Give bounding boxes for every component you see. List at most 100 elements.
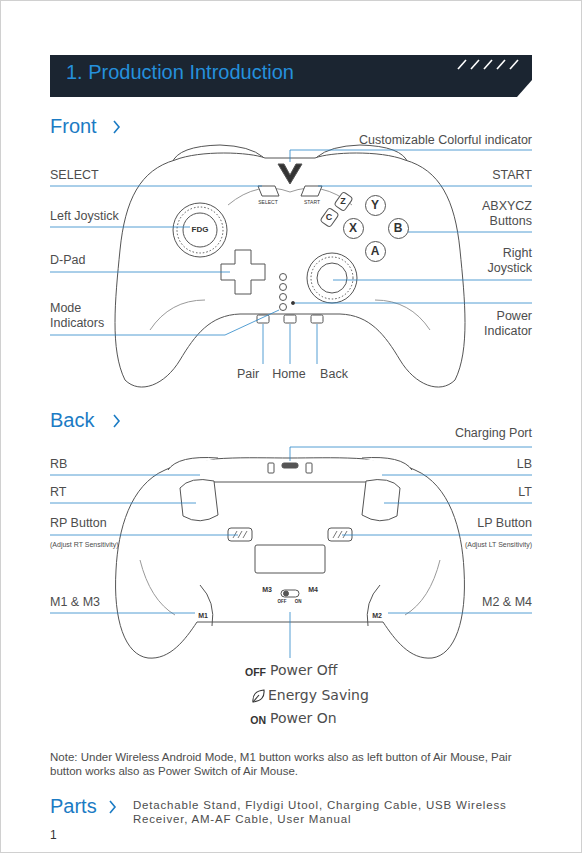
controller-back <box>116 458 465 659</box>
part-label: SELECT <box>258 199 277 205</box>
button-texture <box>343 531 347 538</box>
grip-line <box>405 560 440 615</box>
part-label: Right Joystick <box>462 246 532 276</box>
button-letter: Y <box>371 199 379 211</box>
part-label: OFF <box>245 666 266 679</box>
leader-line <box>290 612 291 658</box>
chevron <box>110 801 115 813</box>
header-slashes <box>471 60 479 69</box>
button-circle <box>365 195 385 215</box>
leader-line <box>342 535 532 536</box>
title: 1. Production Introduction <box>66 61 294 84</box>
part-label: SELECT <box>50 168 99 183</box>
select-button <box>258 186 279 196</box>
part-label: FDG <box>192 225 209 235</box>
controller-body <box>116 458 465 658</box>
part-label: RP Button <box>50 516 107 531</box>
mode-indicator <box>280 304 287 311</box>
clip <box>306 463 312 473</box>
part-label: RT <box>50 485 66 500</box>
power-indicator <box>291 301 294 304</box>
lb-bumper <box>362 458 412 471</box>
button-letter: X <box>349 222 357 234</box>
shoulder-face-button: C <box>323 209 336 226</box>
switch-knob <box>284 591 289 596</box>
button-circle <box>343 218 363 238</box>
leader-line <box>382 475 532 476</box>
face-button: X <box>343 218 364 239</box>
face-button: Y <box>365 195 386 216</box>
leader-line <box>50 503 196 504</box>
home-button <box>284 315 296 323</box>
left-joystick-grip <box>177 207 223 253</box>
right-joystick-grip <box>311 257 353 299</box>
mode-indicator <box>280 274 287 281</box>
part-label: Back <box>50 408 94 432</box>
part-label: START <box>304 199 320 205</box>
part-label: Charging Port <box>455 426 532 441</box>
leader-line <box>290 150 532 162</box>
part-label: LB <box>517 457 532 472</box>
button-texture <box>233 531 347 538</box>
chevron <box>114 121 119 133</box>
part-label: Power On <box>270 710 337 727</box>
part-label: Front <box>50 114 97 138</box>
button-pill <box>319 207 338 227</box>
leader-line <box>263 324 264 364</box>
leader-line <box>50 613 195 614</box>
right-joystick <box>307 253 357 303</box>
header-slashes <box>458 60 518 69</box>
part-label: RB <box>50 457 67 472</box>
m2-paddle <box>367 585 380 626</box>
part-label: Note: Under Wireless Android Mode, M1 bu… <box>50 751 530 779</box>
m1-paddle <box>200 585 213 626</box>
button-letter: C <box>326 213 333 222</box>
header-slashes <box>484 60 492 69</box>
part-label: M3 <box>262 586 272 594</box>
leader-line <box>333 280 532 281</box>
header-slashes <box>458 60 466 69</box>
part-label: (Adjust LT Sensitivity) <box>465 541 532 549</box>
part-label: Customizable Colorful indicator <box>359 133 532 148</box>
header-slashes <box>497 60 505 69</box>
leader-line <box>50 150 532 364</box>
part-label: Pair <box>237 367 259 382</box>
rp-button <box>228 528 252 541</box>
button-texture <box>338 531 342 538</box>
rt-trigger <box>180 480 218 521</box>
leader-line <box>50 186 262 187</box>
header-slashes <box>510 60 518 69</box>
part-label: Energy Saving <box>268 687 369 704</box>
part-label: Mode Indicators <box>50 301 120 331</box>
part-label: 1 <box>50 828 57 842</box>
part-label: Home <box>272 367 305 382</box>
part-label: M2 & M4 <box>482 595 532 610</box>
back-button <box>311 315 323 323</box>
button-texture <box>238 531 242 538</box>
part-label: OFF <box>278 599 287 604</box>
part-label: Power Off <box>270 662 337 679</box>
chevron <box>110 121 119 813</box>
leader-line <box>50 535 238 536</box>
mode-indicator <box>280 294 287 301</box>
part-label: M1 <box>198 612 208 620</box>
face-button: B <box>388 218 409 239</box>
leader-line <box>50 272 230 273</box>
leader-line <box>290 447 532 461</box>
button-pill <box>333 191 352 211</box>
shoulder-face-button: Z <box>337 193 350 210</box>
grip-line <box>150 300 205 330</box>
button-letter: A <box>371 245 380 257</box>
header-band <box>50 55 532 97</box>
controller-body <box>115 153 465 387</box>
part-label: ABXYCZ Buttons <box>452 199 532 229</box>
leader-line <box>295 303 532 304</box>
button-texture <box>333 531 337 538</box>
label-area <box>255 545 325 573</box>
leader-line <box>318 186 532 187</box>
leader-line <box>290 324 291 364</box>
part-label: Power Indicator <box>462 309 532 339</box>
rb-bumper <box>168 458 218 471</box>
